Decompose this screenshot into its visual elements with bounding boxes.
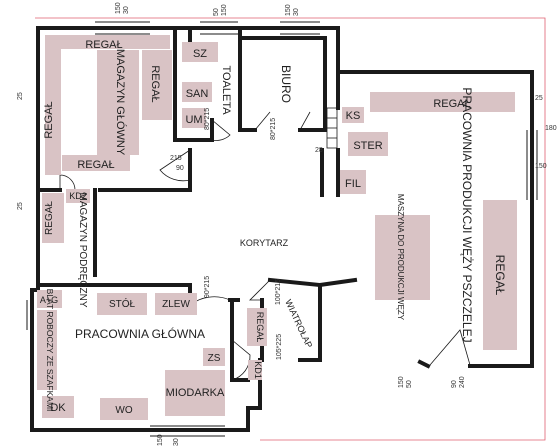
fixtures	[37, 35, 517, 420]
label-regal-top: REGAŁ	[85, 39, 122, 51]
dk-block	[42, 396, 74, 418]
label-miodarka: MIODARKA	[166, 387, 225, 399]
dim-top-1: 150	[115, 2, 122, 14]
sz-block	[182, 42, 218, 62]
room-magazyn-podreczny: MAGAZYN PODRĘCZNY	[77, 192, 88, 307]
label-dk: DK	[50, 402, 66, 414]
label-san: SAN	[186, 88, 209, 100]
magazyn-block	[97, 50, 139, 155]
zlew-block	[155, 293, 197, 315]
wo-block	[100, 398, 148, 420]
blat-strip	[37, 310, 57, 390]
dim-bottom-5: 150	[157, 434, 164, 446]
regal-prod-right-block	[483, 200, 517, 350]
dim-bottom-6: 30	[173, 438, 180, 446]
label-sz: SZ	[193, 48, 207, 60]
dim-door-pracownia: 90*215	[204, 276, 211, 298]
room-korytarz: KORYTARZ	[240, 238, 289, 248]
label-ks: KS	[346, 110, 361, 122]
dim-right-1: 150	[535, 163, 547, 170]
room-pracownia-glowna: PRACOWNIA GŁÓWNA	[75, 326, 205, 341]
dim-bottom-1: 150	[398, 376, 405, 388]
dim-door-toaleta: 80*215	[204, 108, 211, 130]
label-regal-bottom: REGAŁ	[77, 159, 114, 171]
label-zs: ZS	[208, 353, 221, 364]
regal-top-block	[45, 35, 170, 49]
dim-top-3: 50	[213, 8, 220, 16]
dim-bottom-4: 240	[459, 376, 466, 388]
san-block	[182, 82, 212, 102]
regal-bottom-block	[62, 155, 130, 171]
label-kd1: KD1	[253, 361, 263, 379]
dim-door-biuro: 80*215	[270, 118, 277, 140]
label-maszyna: MASZYNA DO PRODUKCJI WĘZY	[396, 194, 405, 321]
um-block	[182, 108, 206, 128]
regal-right-block	[142, 50, 172, 120]
dim-right-2: 25	[535, 95, 543, 102]
ster-block	[348, 132, 388, 156]
regal-podreczny-block	[42, 193, 64, 243]
room-pracownia-produkcji: PRACOWNIA PRODUKCJI WĘŻY PSZCZELEJ	[460, 87, 474, 342]
label-um: UM	[185, 114, 202, 126]
regal-prod-top-block	[370, 92, 515, 112]
ks-block	[342, 107, 364, 123]
label-fil: FIL	[345, 178, 361, 190]
dim-top-4: 150	[221, 4, 228, 16]
ag-block	[37, 290, 62, 308]
label-wo: WO	[115, 405, 132, 416]
label-regal-left: REGAŁ	[43, 101, 55, 138]
label-ag: A+G	[40, 295, 58, 305]
label-blat: BLAT ROBOCZY ZE SZAFKAMI	[45, 289, 55, 412]
survey-line	[35, 17, 546, 441]
label-ster: STER	[353, 140, 382, 152]
miodarka-block	[165, 370, 225, 416]
maszyna-block	[375, 215, 430, 300]
dim-top-2: 30	[123, 6, 130, 14]
ks-shelves	[326, 107, 338, 149]
label-regal-right: REGAŁ	[149, 65, 161, 102]
label-regal-wiatrolap: REGAŁ	[255, 312, 265, 343]
label-kd2: KD2	[69, 191, 87, 201]
dim-right-3: 180	[545, 125, 557, 132]
dim-door-magazyn-a: 215	[170, 155, 182, 162]
dim-door-wiatrolap-2: 105*225	[276, 334, 283, 360]
room-toaleta: TOALETA	[220, 65, 232, 115]
kd2-block	[66, 189, 90, 203]
dim-left-2: 25	[17, 92, 24, 100]
windows	[26, 21, 538, 437]
dim-left-1: 25	[17, 202, 24, 210]
dim-bottom-2: 50	[406, 380, 413, 388]
label-stol: STÓŁ	[109, 297, 136, 310]
label-wiatrolap: WIATROŁAP	[283, 298, 314, 350]
label-regal-prod-top: REGAŁ	[433, 98, 470, 110]
room-magazyn-glowny: MAGAZYN GŁÓWNY	[114, 49, 127, 156]
fil-block	[340, 170, 366, 194]
zs-block	[203, 348, 225, 366]
kd1-block	[248, 360, 262, 380]
label-regal-prod-right: REGAŁ	[493, 255, 507, 296]
dim-door-wiatrolap-1: 100*215	[275, 279, 282, 305]
label-regal-podreczny: REGAŁ	[44, 201, 55, 235]
regal-left-block	[45, 49, 61, 175]
stol-block	[97, 293, 147, 315]
label-zlew: ZLEW	[162, 299, 190, 310]
dim-bottom-3: 90	[451, 380, 458, 388]
regal-wiatrolap-block	[247, 308, 267, 346]
room-biuro: BIURO	[279, 65, 293, 103]
dim-top-5: 150	[285, 4, 292, 16]
dim-28: 28	[315, 147, 323, 154]
dim-top-6: 30	[293, 8, 300, 16]
dim-door-magazyn-b: 90	[176, 165, 184, 172]
